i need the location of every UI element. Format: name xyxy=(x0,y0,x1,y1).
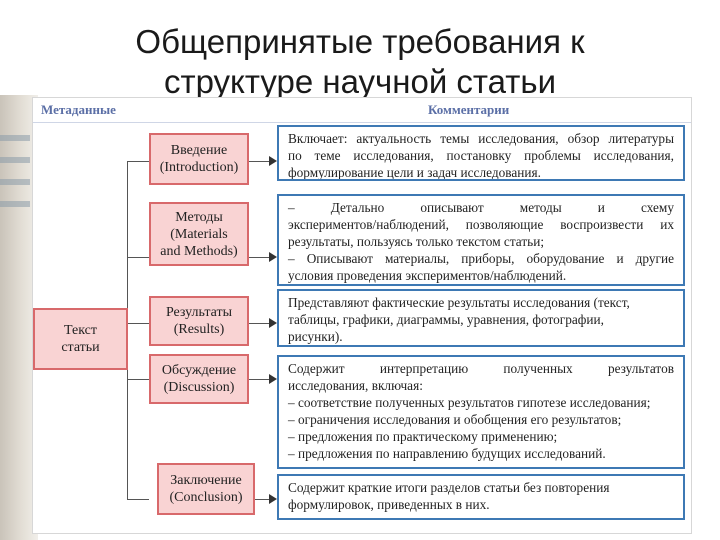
section-node-discussion: Обсуждение (Discussion) xyxy=(149,354,249,404)
slide-title: Общепринятые требования к структуре науч… xyxy=(0,22,720,102)
comment-line: Содержит краткие итоги разделов статьи б… xyxy=(288,480,610,495)
root-node-article-text: Текст статьи xyxy=(33,308,128,370)
comment-line: – ограничения исследования и обобщения е… xyxy=(288,412,622,427)
branch-line xyxy=(127,323,149,324)
arrow-line xyxy=(248,499,271,500)
arrow-head xyxy=(269,252,277,262)
comment-line: Включает: актуальность темы исследования… xyxy=(288,131,674,146)
branch-line xyxy=(127,499,149,500)
structure-diagram: Метаданные Комментарии Текст статьи Введ… xyxy=(32,97,692,534)
comment-line: – соответствие полученных результатов ги… xyxy=(288,395,651,410)
slide-title-line-2: структуре научной статьи xyxy=(163,63,557,100)
book-spine xyxy=(0,179,30,185)
comments-header: Комментарии xyxy=(428,102,510,117)
comment-box-conclusion: Содержит краткие итоги разделов статьи б… xyxy=(277,474,685,520)
book-spine xyxy=(0,157,30,163)
comment-line: исследования, включая: xyxy=(288,378,423,393)
section-node-results: Результаты (Results) xyxy=(149,296,249,346)
arrow-line xyxy=(248,257,271,258)
comment-line: рисунки). xyxy=(288,329,343,344)
comment-line: Представляют фактические результаты иссл… xyxy=(288,295,630,310)
arrow-line xyxy=(248,323,271,324)
comment-line: результаты, пользуясь только текстом ста… xyxy=(288,234,545,249)
comment-box-introduction: Включает: актуальность темы исследования… xyxy=(277,125,685,181)
comment-line: формулирование цели и задач исследования… xyxy=(288,165,541,180)
comment-line: по теме исследования, постановку проблем… xyxy=(288,148,674,163)
comment-box-discussion: Содержит интерпретацию полученных резуль… xyxy=(277,355,685,469)
comment-line: экспериментов/наблюдений, позволяющие во… xyxy=(288,217,674,232)
slide-title-line-1: Общепринятые требования к xyxy=(135,23,585,60)
arrow-line xyxy=(248,161,271,162)
arrow-line xyxy=(248,379,271,380)
comment-line: Содержит интерпретацию полученных резуль… xyxy=(288,361,674,376)
comment-line: – предложения по практическому применени… xyxy=(288,429,558,444)
branch-line xyxy=(127,379,149,380)
comment-box-results: Представляют фактические результаты иссл… xyxy=(277,289,685,347)
branch-line xyxy=(127,257,149,258)
comment-line: таблицы, графики, диаграммы, уравнения, … xyxy=(288,312,604,327)
comment-line: формулировок, приведенных в них. xyxy=(288,497,490,512)
comment-line: – предложения по направлению будущих исс… xyxy=(288,446,606,461)
arrow-head xyxy=(269,318,277,328)
section-node-conclusion: Заключение (Conclusion) xyxy=(157,463,255,515)
branch-line xyxy=(127,161,149,162)
section-node-introduction: Введение (Introduction) xyxy=(149,133,249,185)
arrow-head xyxy=(269,156,277,166)
book-spine xyxy=(0,135,30,141)
background-books-photo xyxy=(0,95,38,540)
comment-line: условия проведения экспериментов/наблюде… xyxy=(288,268,567,283)
arrow-head xyxy=(269,374,277,384)
arrow-head xyxy=(269,494,277,504)
comment-line: – Описывают материалы, приборы, оборудов… xyxy=(288,251,674,266)
section-node-methods: Методы (Materials and Methods) xyxy=(149,202,249,266)
metadata-header: Метаданные xyxy=(41,102,116,117)
comment-line: – Детально описывают методы и схему xyxy=(288,200,674,215)
header-divider xyxy=(33,122,691,123)
comment-box-methods: – Детально описывают методы и схему эксп… xyxy=(277,194,685,286)
book-spine xyxy=(0,201,30,207)
